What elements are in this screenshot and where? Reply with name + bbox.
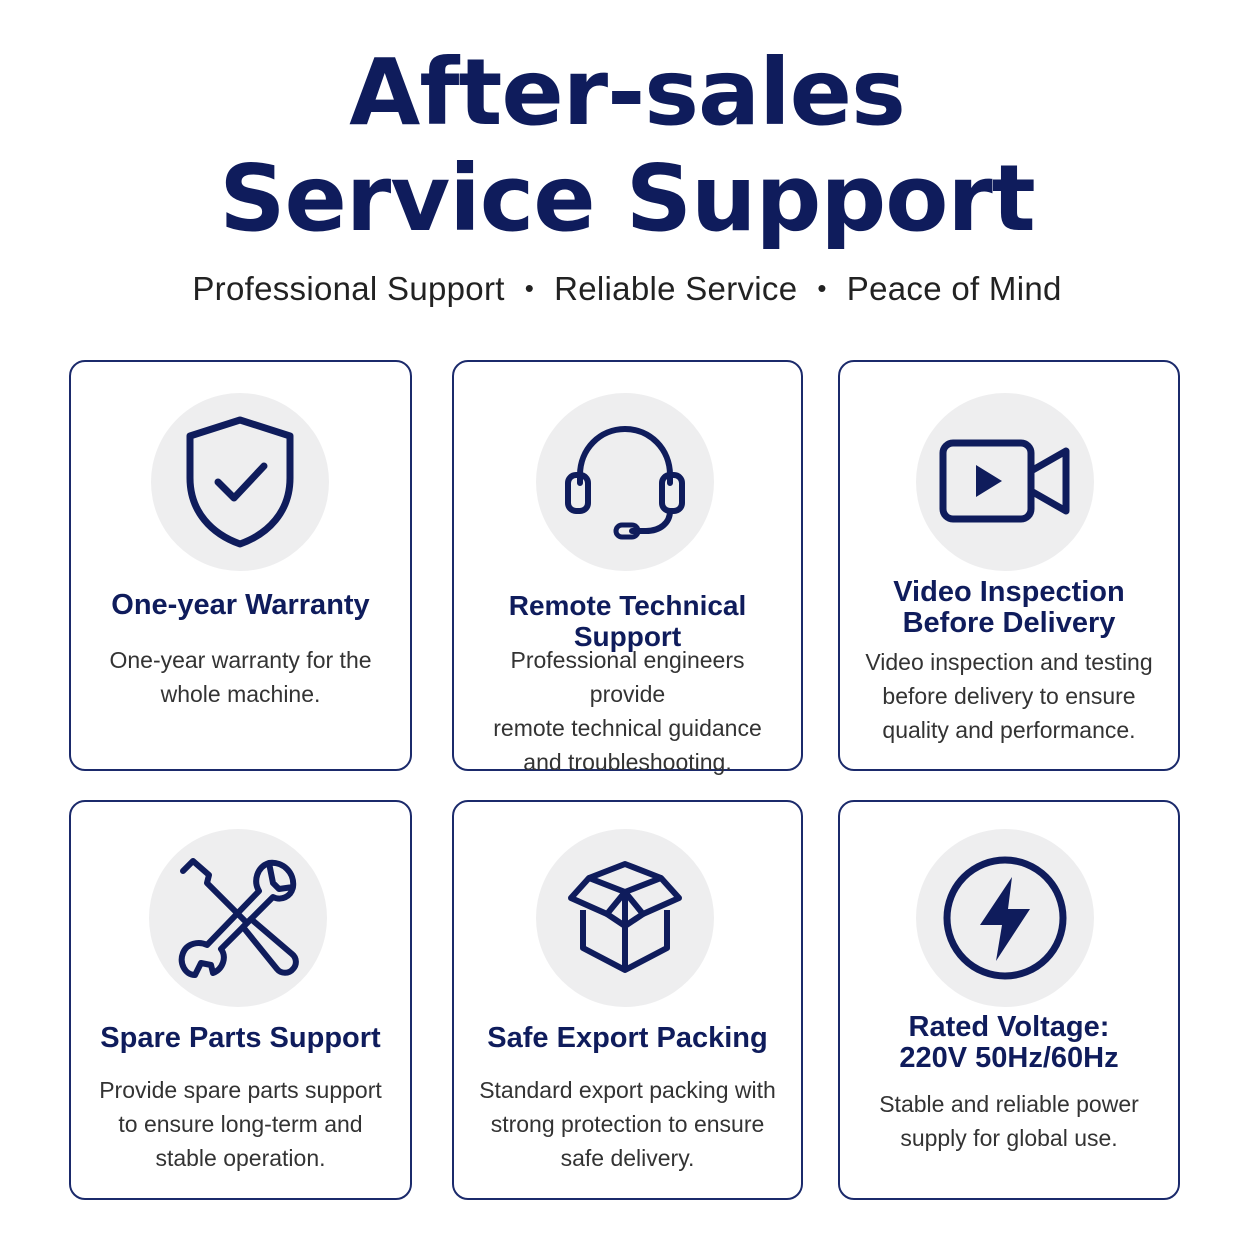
card-title: Video Inspection Before Delivery: [893, 576, 1125, 639]
icon-background: [916, 829, 1094, 1007]
card-title: Spare Parts Support: [100, 1022, 381, 1054]
subtitle-part: Professional Support: [192, 270, 505, 307]
subtitle-part: Peace of Mind: [846, 270, 1062, 307]
card-description: Standard export packing with strong prot…: [479, 1077, 776, 1171]
subtitle-separator: •: [524, 273, 535, 303]
subtitle-part: Reliable Service: [554, 270, 798, 307]
video-camera-icon: [939, 439, 1070, 523]
card-rated-voltage: Rated Voltage: 220V 50Hz/60Hz Stable and…: [838, 800, 1180, 1200]
headset-icon: [565, 425, 685, 540]
card-description: One-year warranty for the whole machine.: [109, 647, 372, 707]
card-title: Remote Technical Support: [508, 590, 747, 652]
card-title: One-year Warranty: [111, 589, 370, 621]
card-description: Stable and reliable power supply for glo…: [879, 1091, 1139, 1151]
card-description: Video inspection and testing before deli…: [865, 649, 1153, 743]
icon-background: [151, 393, 329, 571]
page-header: After-sales Service Support: [0, 40, 1254, 252]
wrench-screwdriver-icon: [178, 858, 299, 978]
open-box-icon: [568, 861, 682, 973]
icon-background: [916, 393, 1094, 571]
shield-check-icon: [186, 416, 294, 548]
card-title: Safe Export Packing: [487, 1022, 768, 1054]
card-title: Rated Voltage: 220V 50Hz/60Hz: [899, 1011, 1119, 1074]
subtitle: Professional Support • Reliable Service • Pe…: [0, 270, 1254, 308]
icon-background: [536, 829, 714, 1007]
card-video-inspection: Video Inspection Before Delivery Video i…: [838, 360, 1180, 771]
icon-background: [149, 829, 327, 1007]
page-title-line-2: Service Support: [219, 145, 1036, 252]
card-description: Provide spare parts support to ensure lo…: [99, 1077, 382, 1171]
card-spare-parts: Spare Parts Support Provide spare parts …: [69, 800, 412, 1200]
card-description: Professional engineers provide remote te…: [493, 647, 762, 775]
icon-background: [536, 393, 714, 571]
page-title-line-1: After-sales: [349, 39, 906, 146]
card-remote-support: Remote Technical Support Professional en…: [452, 360, 803, 775]
card-export-packing: Safe Export Packing Standard export pack…: [452, 800, 803, 1200]
lightning-bolt-icon: [943, 856, 1067, 980]
card-warranty: One-year Warranty One-year warranty for …: [69, 360, 412, 771]
subtitle-separator: •: [817, 273, 827, 303]
